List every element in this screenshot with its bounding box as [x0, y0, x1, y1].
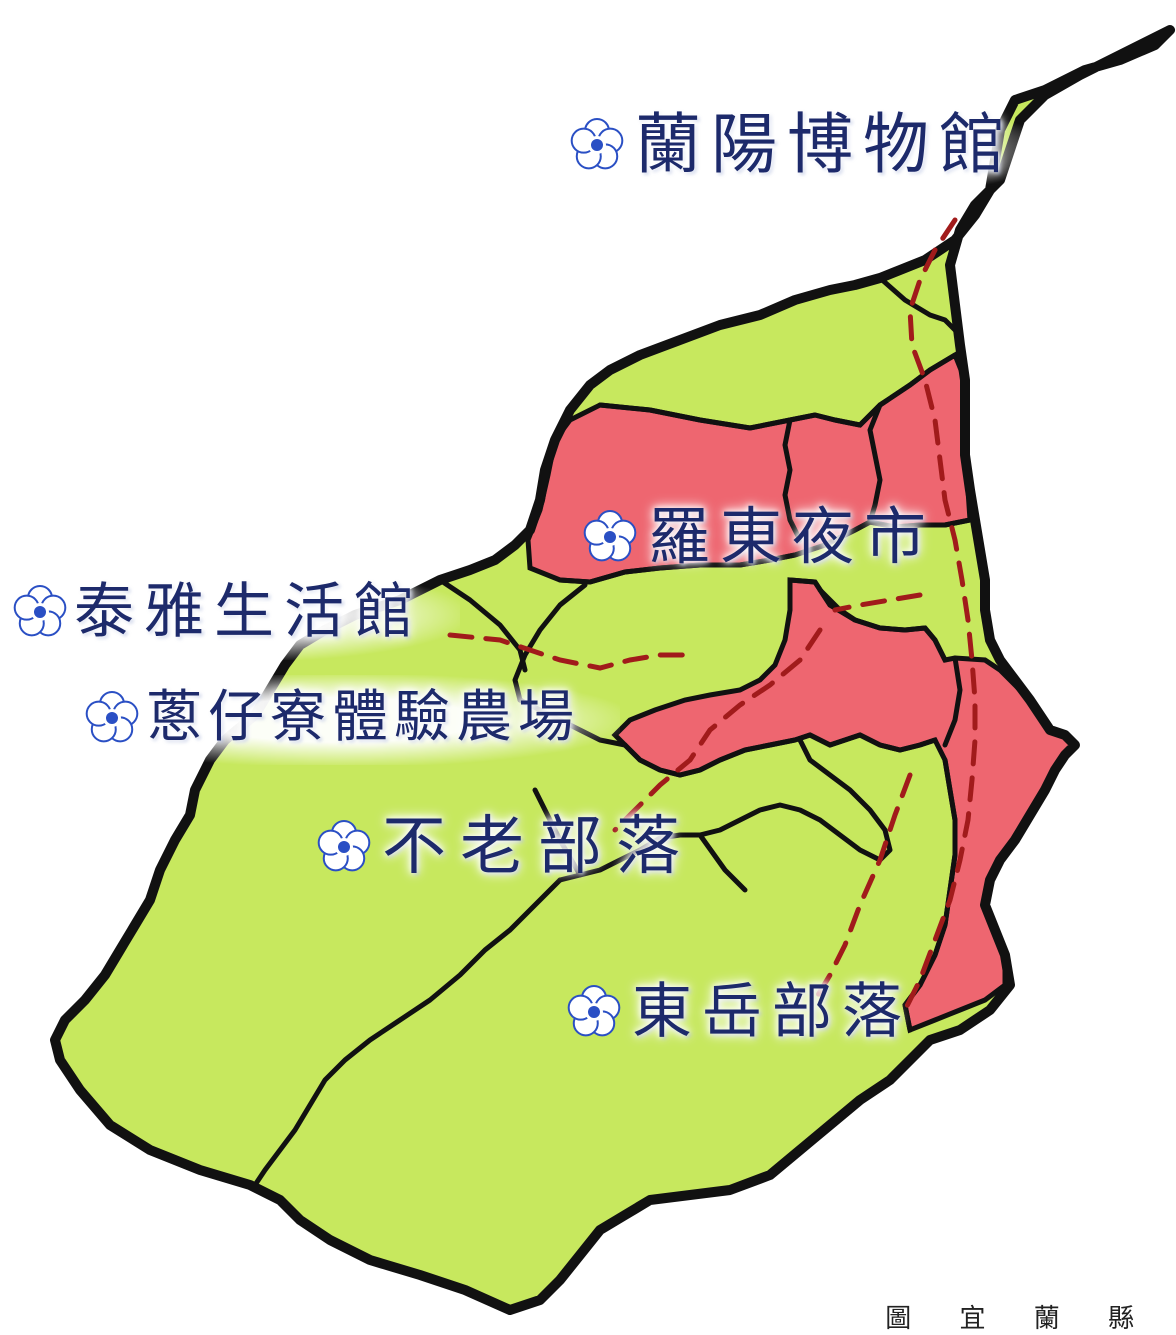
county-border — [50, 25, 1175, 1315]
flower-center — [604, 531, 616, 543]
township-borders — [252, 275, 973, 1188]
flower-center — [338, 841, 350, 853]
county-outline — [55, 30, 1170, 1310]
flower-icon — [578, 505, 642, 569]
poi-label: 蘭陽博物館 — [635, 106, 1015, 183]
map-credit: 圖 宜 蘭 縣 — [885, 1304, 1154, 1334]
poi-lanyang-museum[interactable]: 蘭陽博物館 — [565, 112, 1015, 178]
flower-icon-svg — [567, 985, 621, 1037]
poi-dongyue-tribe[interactable]: 東岳部落 — [562, 980, 912, 1044]
poi-congzailiao-farm[interactable]: 蔥仔寮體驗農場 — [80, 686, 580, 750]
poi-label: 蔥仔寮體驗農場 — [146, 685, 580, 750]
flower-center — [106, 712, 118, 724]
poi-atayal-life-hall[interactable]: 泰雅生活館 — [8, 580, 424, 644]
flower-center — [34, 606, 46, 618]
flower-icon — [565, 113, 629, 177]
poi-luodong-night-market[interactable]: 羅東夜市 — [578, 505, 936, 569]
flower-icon-svg — [317, 820, 371, 872]
flower-icon — [562, 980, 626, 1044]
poi-label: 泰雅生活館 — [74, 577, 424, 647]
poi-bulao-tribe[interactable]: 不老部落 — [312, 815, 694, 879]
flower-icon — [8, 580, 72, 644]
flower-icon — [312, 815, 376, 879]
poi-label: 不老部落 — [382, 810, 694, 884]
flower-icon-svg — [570, 118, 624, 170]
poi-label: 東岳部落 — [632, 977, 912, 1047]
flower-center — [591, 139, 603, 151]
flower-center — [588, 1006, 600, 1018]
flower-icon-svg — [85, 691, 139, 743]
poi-label: 羅東夜市 — [648, 500, 937, 573]
flower-icon-svg — [13, 585, 67, 637]
route-lines — [447, 217, 978, 1013]
flower-icon-svg — [583, 510, 637, 562]
flower-icon — [80, 686, 144, 750]
